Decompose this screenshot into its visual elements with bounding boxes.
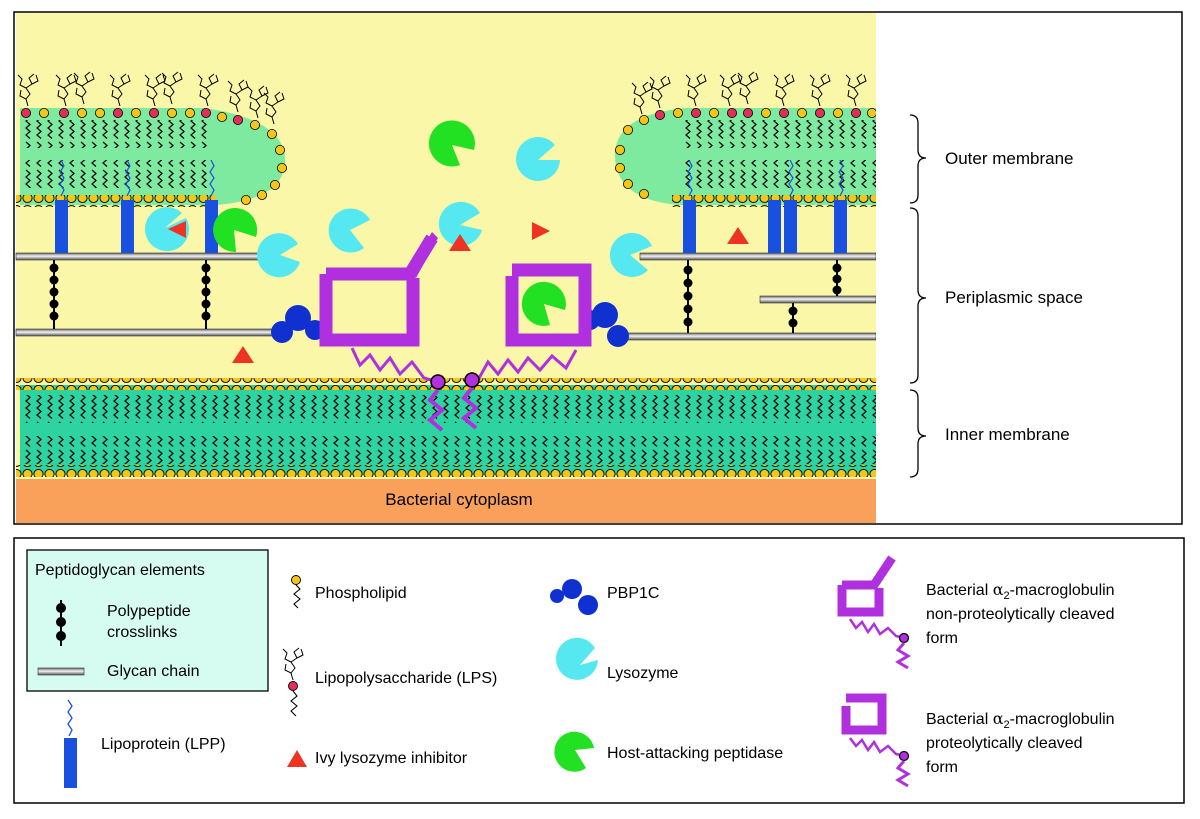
a2m-c-label-2: proteolytically cleaved	[926, 735, 1083, 752]
a2m-cleaved	[460, 263, 592, 430]
panel-border	[13, 11, 1183, 525]
glycan-chain	[619, 332, 877, 341]
ivy-inhibitor-icon	[449, 234, 471, 251]
glycan-chain	[15, 252, 265, 261]
cytoplasm-label: Bacterial cytoplasm	[385, 490, 532, 509]
phospholipid-legend-icon	[291, 575, 301, 609]
lipoprotein	[121, 200, 134, 253]
a2m-c-label-3: form	[926, 759, 958, 776]
lysozyme-icon	[609, 232, 652, 277]
lipoprotein	[784, 200, 797, 253]
a2m-noncleaved-legend-icon	[837, 555, 911, 670]
legend-panel: Peptidoglycan elements Polypeptide cross…	[13, 537, 1185, 804]
a2m-nc-label-2: non-proteolytically cleaved	[926, 606, 1115, 623]
ivy-inhibitor-icon	[532, 222, 550, 240]
peptidase-legend-icon	[554, 731, 594, 772]
a2m-nc-label-3: form	[926, 630, 958, 647]
label-column	[876, 13, 1182, 523]
lysozymes	[145, 136, 652, 278]
lipoprotein-legend-icon	[64, 699, 77, 788]
periplasmic-space-label: Periplasmic space	[945, 288, 1083, 307]
lipoprotein	[834, 200, 847, 253]
outer-membrane-label: Outer membrane	[945, 149, 1074, 168]
phospholipid-label: Phospholipid	[315, 585, 407, 602]
ivy-inhibitors	[168, 221, 749, 363]
lysozyme-icon	[438, 201, 482, 246]
outer-membrane-right	[615, 71, 878, 207]
lipoprotein	[768, 200, 781, 253]
ivy-inhibitor-icon	[727, 227, 749, 244]
peptidases	[213, 120, 566, 326]
peptidase-icon	[213, 208, 258, 253]
pg-title: Peptidoglycan elements	[35, 562, 205, 579]
crosslink-legend-icon	[56, 600, 66, 646]
peptidoglycan-legend-box: Peptidoglycan elements Polypeptide cross…	[26, 549, 269, 692]
lipoprotein	[55, 200, 68, 253]
a2m-cleaved-legend-icon	[841, 693, 911, 788]
cell-envelope-panel: Outer membrane Periplasmic space Inner m…	[13, 11, 1183, 525]
lysozyme-icon	[145, 207, 190, 252]
lipoprotein	[683, 200, 696, 253]
cytoplasm-region	[16, 479, 876, 523]
lysozyme-legend-icon	[556, 637, 598, 680]
glycan-label: Glycan chain	[107, 663, 200, 680]
a2m-c-label-1: Bacterial α2-macroglobulin	[926, 709, 1115, 731]
ivy-legend-icon	[287, 750, 307, 767]
lysozyme-icon	[516, 136, 560, 181]
inner-membrane	[16, 378, 876, 477]
a2m-noncleaved	[319, 232, 446, 432]
lps-legend-icon	[282, 647, 304, 717]
pbp1c-label: PBP1C	[607, 585, 659, 602]
ivy-label: Ivy lysozyme inhibitor	[315, 750, 468, 767]
outer-membrane-left	[16, 71, 287, 207]
peptidase-label: Host-attacking peptidase	[607, 745, 783, 762]
a2m-nc-label-1: Bacterial α2-macroglobulin	[926, 580, 1115, 602]
peptidase-icon	[428, 120, 475, 167]
region-braces	[909, 114, 927, 478]
lysozyme-icon	[257, 233, 300, 278]
lipoproteins	[55, 159, 847, 253]
lps-heads-right	[615, 108, 878, 199]
lipoprotein	[205, 200, 218, 253]
lysozyme-icon	[328, 208, 370, 253]
glycan-chain	[15, 328, 279, 337]
polypeptide-crosslinks	[49, 260, 842, 333]
glycan-chain	[639, 252, 877, 261]
ivy-inhibitor-icon	[232, 346, 254, 363]
glycan-legend-icon	[37, 667, 85, 676]
pbp1c-legend-icon	[550, 579, 598, 615]
crosslink-label-2: crosslinks	[107, 624, 177, 641]
glycan-chain	[759, 295, 877, 304]
lps-label: Lipopolysaccharide (LPS)	[315, 670, 497, 687]
crosslink-label-1: Polypeptide	[107, 603, 191, 620]
lps-heads-left	[20, 108, 287, 205]
lysozyme-label: Lysozyme	[607, 665, 679, 682]
lipoprotein-label: Lipoprotein (LPP)	[101, 736, 226, 753]
peptidase-icon	[521, 281, 566, 326]
inner-membrane-label: Inner membrane	[945, 425, 1070, 444]
ivy-inhibitor-icon	[168, 221, 186, 238]
